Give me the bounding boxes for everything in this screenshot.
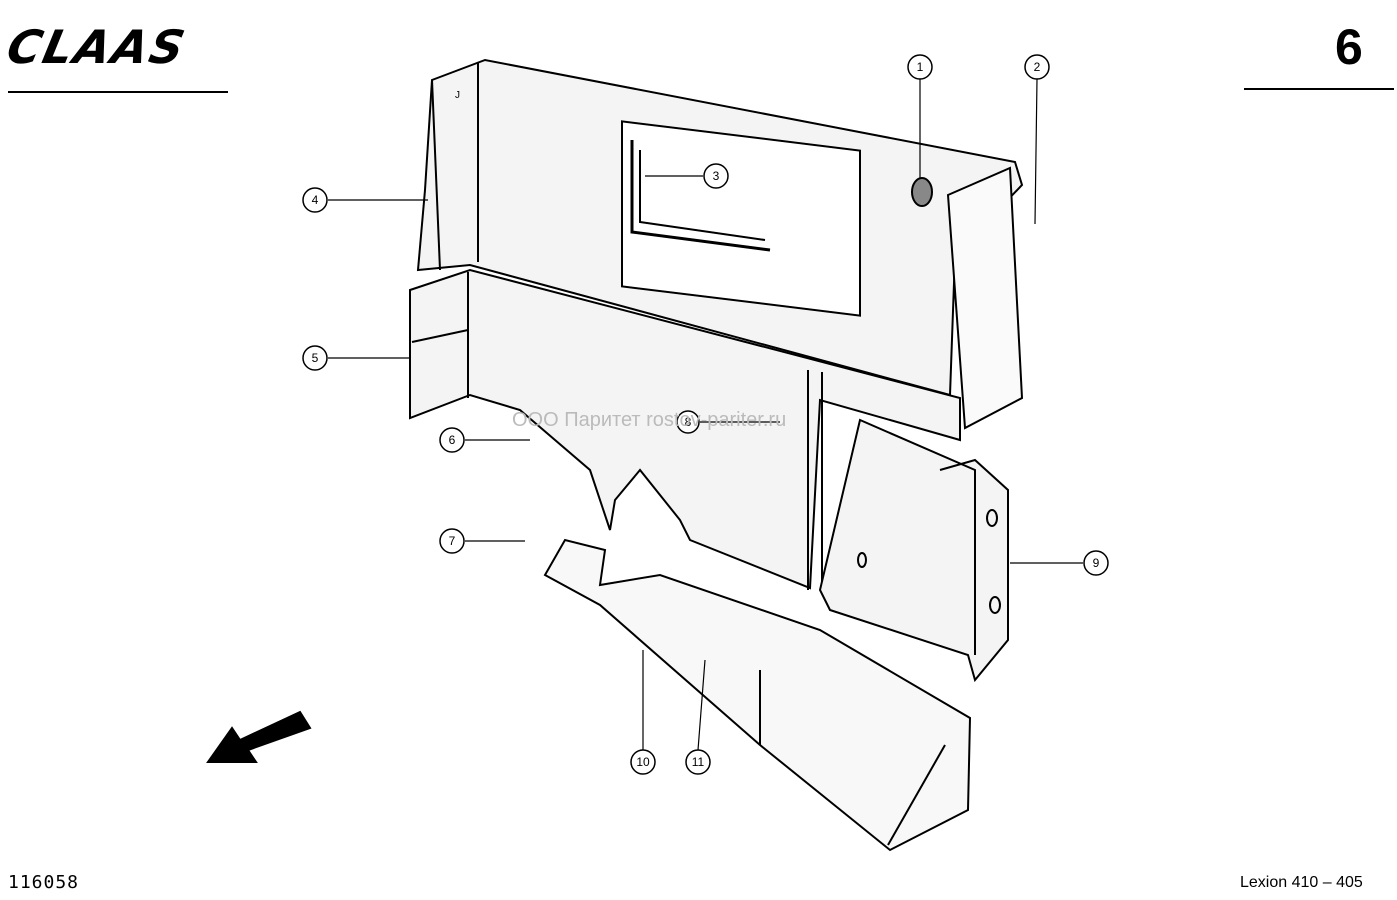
svg-text:8: 8 <box>685 415 692 429</box>
callout-6: 6 <box>439 427 465 453</box>
right-side-panel <box>911 166 1024 430</box>
side-bracket <box>818 418 1009 683</box>
callout-1: 1 <box>907 54 933 80</box>
callout-3: 3 <box>703 163 729 189</box>
callout-10: 10 <box>630 749 656 775</box>
model-label: Lexion 410 – 405 <box>1240 874 1363 891</box>
callout-7: 7 <box>439 528 465 554</box>
bottom-tray <box>543 538 972 852</box>
callout-2: 2 <box>1024 54 1050 80</box>
svg-text:1: 1 <box>917 60 924 74</box>
svg-text:11: 11 <box>692 755 705 769</box>
svg-text:5: 5 <box>312 351 319 365</box>
header-rule-right <box>1244 88 1394 90</box>
svg-text:10: 10 <box>636 755 650 769</box>
callout-9: 9 <box>1083 550 1109 576</box>
header-rule-left <box>8 91 228 93</box>
svg-text:4: 4 <box>312 193 319 207</box>
page-number: 6 <box>1335 19 1363 75</box>
svg-text:6: 6 <box>449 433 456 447</box>
callout-4: 4 <box>302 187 328 213</box>
document-number: 116058 <box>8 872 80 893</box>
upper-panel <box>416 58 1024 397</box>
svg-text:2: 2 <box>1034 60 1041 74</box>
svg-text:9: 9 <box>1093 556 1100 570</box>
callout-8: 8 <box>676 410 700 434</box>
direction-arrow <box>206 710 312 763</box>
callout-5: 5 <box>302 345 328 371</box>
watermark: ООО Паритет rostov-pariter.ru <box>512 409 787 431</box>
svg-text:7: 7 <box>449 534 456 548</box>
callout-11: 11 <box>685 749 711 775</box>
panel-tag: J <box>455 90 460 101</box>
svg-text:3: 3 <box>713 169 720 183</box>
